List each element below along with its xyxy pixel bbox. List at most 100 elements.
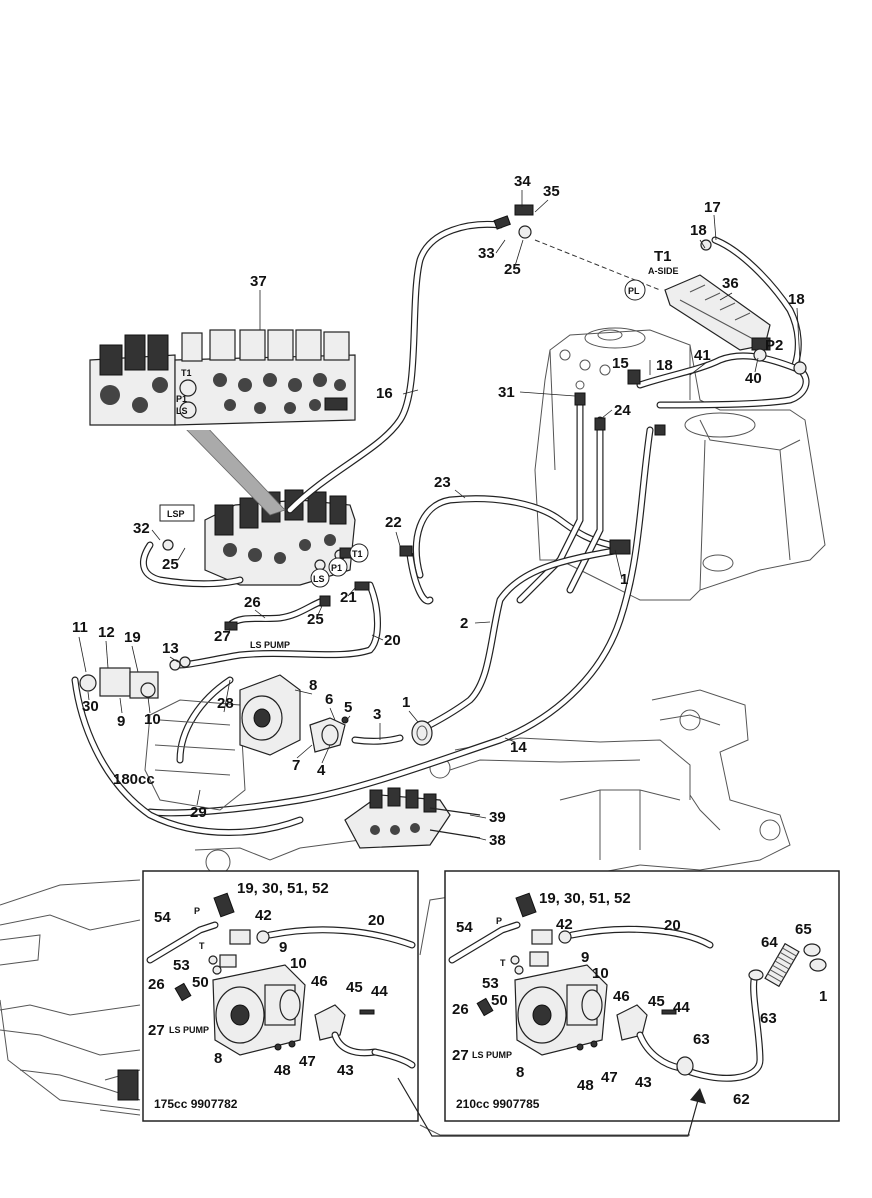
callout-13: 13 xyxy=(162,640,179,657)
callout-18: 18 xyxy=(690,222,707,239)
callout-21: 21 xyxy=(340,589,357,606)
inset-left-callout-9: 9 xyxy=(279,939,287,956)
inset-left-callout-54: 54 xyxy=(154,909,171,926)
pump-assembly xyxy=(79,656,433,811)
callout-7: 7 xyxy=(292,757,300,774)
lower-valve xyxy=(344,787,481,849)
callout-p2: P2 xyxy=(765,337,783,354)
callout-24: 24 xyxy=(614,402,631,419)
detail-ls-port: LS xyxy=(176,406,188,416)
detail-p1-port: P1 xyxy=(176,394,187,404)
callout-34: 34 xyxy=(514,173,531,190)
filter-manifold xyxy=(664,274,771,351)
callout-1b: 1 xyxy=(402,694,410,711)
callout-18b: 18 xyxy=(788,291,805,308)
main-callouts: 34 35 33 25 18 17 T1 A-SIDE 36 PL 18 37 … xyxy=(72,173,805,849)
inset-right-callout-48: 48 xyxy=(577,1077,594,1094)
inset-right-callout-10: 10 xyxy=(592,965,609,982)
inset-right-callout-20: 20 xyxy=(664,917,681,934)
inset-right-ls-pump: LS PUMP xyxy=(472,1050,512,1060)
callout-10: 10 xyxy=(144,711,161,728)
inset-right-callout-45: 45 xyxy=(648,993,665,1010)
callout-p1-valve: P1 xyxy=(331,563,342,573)
inset-left-callout-20: 20 xyxy=(368,912,385,929)
callout-37: 37 xyxy=(250,273,267,290)
callout-41: 41 xyxy=(694,347,711,364)
callout-32: 32 xyxy=(133,520,150,537)
callout-25c: 25 xyxy=(307,611,324,628)
inset-left-callout-26: 26 xyxy=(148,976,165,993)
fittings xyxy=(162,204,807,631)
inset-left-callout-8: 8 xyxy=(214,1050,222,1067)
callout-3: 3 xyxy=(373,706,381,723)
inset-left-callout-10: 10 xyxy=(290,955,307,972)
inset-right-callout-62: 62 xyxy=(733,1091,750,1108)
pl-port-circle xyxy=(624,279,646,301)
inset-right-callout-19-30-51-52: 19, 30, 51, 52 xyxy=(539,890,631,907)
inset-right-callout-26: 26 xyxy=(452,1001,469,1018)
hose-network xyxy=(71,220,810,836)
inset-right-callout-27: 27 xyxy=(452,1047,469,1064)
callout-t1-tank: T1 xyxy=(654,248,672,265)
callout-40: 40 xyxy=(745,370,762,387)
lsp-box xyxy=(159,504,195,522)
callout-25b: 25 xyxy=(162,556,179,573)
inset-left-callout-42: 42 xyxy=(255,907,272,924)
inset-175cc: 19, 30, 51, 52 54 P 42 20 T 9 53 10 50 2… xyxy=(142,870,419,1122)
inset-right-callout-43: 43 xyxy=(635,1074,652,1091)
inset-right-callout-65: 65 xyxy=(795,921,812,938)
callout-22: 22 xyxy=(385,514,402,531)
leader-lines xyxy=(78,190,801,841)
inset-left-callout-43: 43 xyxy=(337,1062,354,1079)
callout-18c: 18 xyxy=(656,357,673,374)
t1-port-circle xyxy=(349,543,369,563)
inset-right-callout-63a: 63 xyxy=(760,1010,777,1027)
callout-19: 19 xyxy=(124,629,141,646)
inset-left-callout-44: 44 xyxy=(371,983,388,1000)
inset-right-callout-9: 9 xyxy=(581,949,589,966)
inset-right-callout-46: 46 xyxy=(613,988,630,1005)
callout-12: 12 xyxy=(98,624,115,641)
inset-left-callout-47: 47 xyxy=(299,1053,316,1070)
inset-connector-arrow xyxy=(397,1077,706,1137)
callout-8: 8 xyxy=(309,677,317,694)
callout-26: 26 xyxy=(244,594,261,611)
inset-right-callout-47: 47 xyxy=(601,1069,618,1086)
ls-port-circle xyxy=(310,568,330,588)
chassis-frame xyxy=(0,689,791,1136)
callout-2: 2 xyxy=(460,615,468,632)
callout-39: 39 xyxy=(489,809,506,826)
callout-5: 5 xyxy=(344,699,352,716)
detail-pointer xyxy=(181,424,286,516)
inset-right-callout-53: 53 xyxy=(482,975,499,992)
callout-29: 29 xyxy=(190,804,207,821)
callout-36: 36 xyxy=(722,275,739,292)
callout-pl: PL xyxy=(628,286,640,296)
detail-t1-port: T1 xyxy=(181,368,192,378)
callout-lsp: LSP xyxy=(167,509,185,519)
callout-16: 16 xyxy=(376,385,393,402)
callout-17: 17 xyxy=(704,199,721,216)
callout-15: 15 xyxy=(612,355,629,372)
inset-right-caption: 210cc 9907785 xyxy=(456,1097,540,1111)
callout-31: 31 xyxy=(498,384,515,401)
callout-9: 9 xyxy=(117,713,125,730)
inset-left-callout-19-30-51-52: 19, 30, 51, 52 xyxy=(237,880,329,897)
callout-a-side: A-SIDE xyxy=(648,266,679,276)
inset-right-callout-p: P xyxy=(496,916,502,926)
inset-left-callout-p: P xyxy=(194,906,200,916)
inset-left-callout-27: 27 xyxy=(148,1022,165,1039)
inset-right-callout-1: 1 xyxy=(819,988,827,1005)
valve-detail-37: T1 P1 LS xyxy=(87,320,357,430)
callout-30: 30 xyxy=(82,698,99,715)
inset-left-callout-50: 50 xyxy=(192,974,209,991)
callout-6: 6 xyxy=(325,691,333,708)
inset-left-callout-46: 46 xyxy=(311,973,328,990)
callout-180cc: 180cc xyxy=(113,771,155,788)
hydraulic-tank xyxy=(534,327,826,601)
inset-right-callout-63b: 63 xyxy=(693,1031,710,1048)
inset-right-callout-42: 42 xyxy=(556,916,573,933)
inset-left-callout-48: 48 xyxy=(274,1062,291,1079)
callout-33: 33 xyxy=(478,245,495,262)
callout-27: 27 xyxy=(214,628,231,645)
